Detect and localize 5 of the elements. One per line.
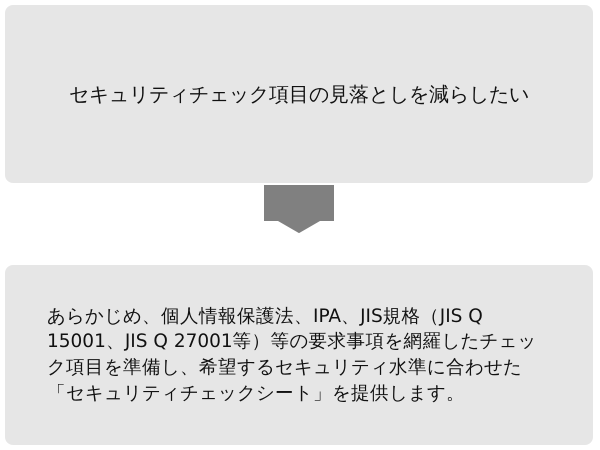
text-box <box>5 5 593 183</box>
box-text: セキュリティチェック項目の見落としを減らしたい <box>69 81 529 107</box>
box-text: あらかじめ、個人情報保護法、IPA、JIS規格（JIS Q 15001、JIS Q 27001等）等の要求事項を網羅したチェック項目を準備し、希望するセキュリティ水準に合わせた「セキュリティチェックシート」を提供します。 <box>47 304 538 406</box>
block-arrow <box>264 185 334 234</box>
text-box <box>5 265 593 445</box>
